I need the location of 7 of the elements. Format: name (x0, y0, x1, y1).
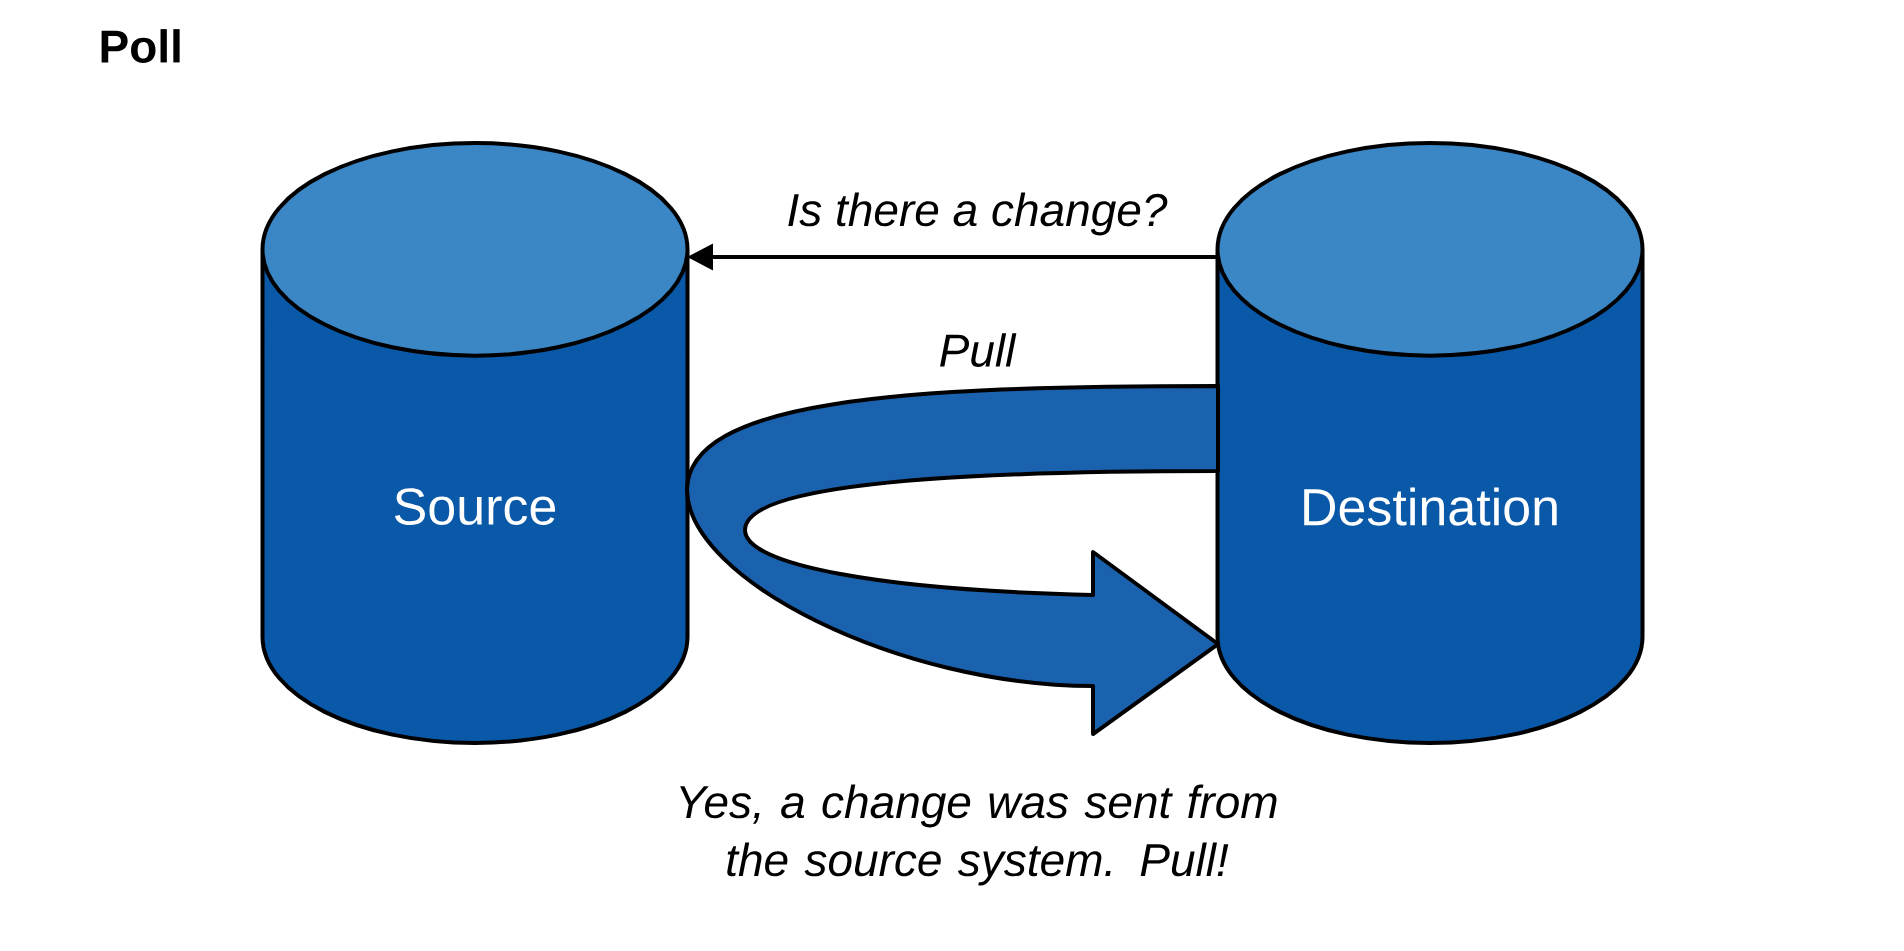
database-cylinder: Destination (1215, 141, 1645, 745)
edge-label: Is there a change? (784, 190, 1170, 238)
note-text: Yes, a change was sent from the source system. Pull! (680, 784, 1277, 886)
title: Poll (101, 29, 180, 63)
band-arrow (685, 384, 1220, 736)
edge-label: Pull (936, 331, 1018, 369)
database-cylinder: Source (260, 141, 690, 745)
